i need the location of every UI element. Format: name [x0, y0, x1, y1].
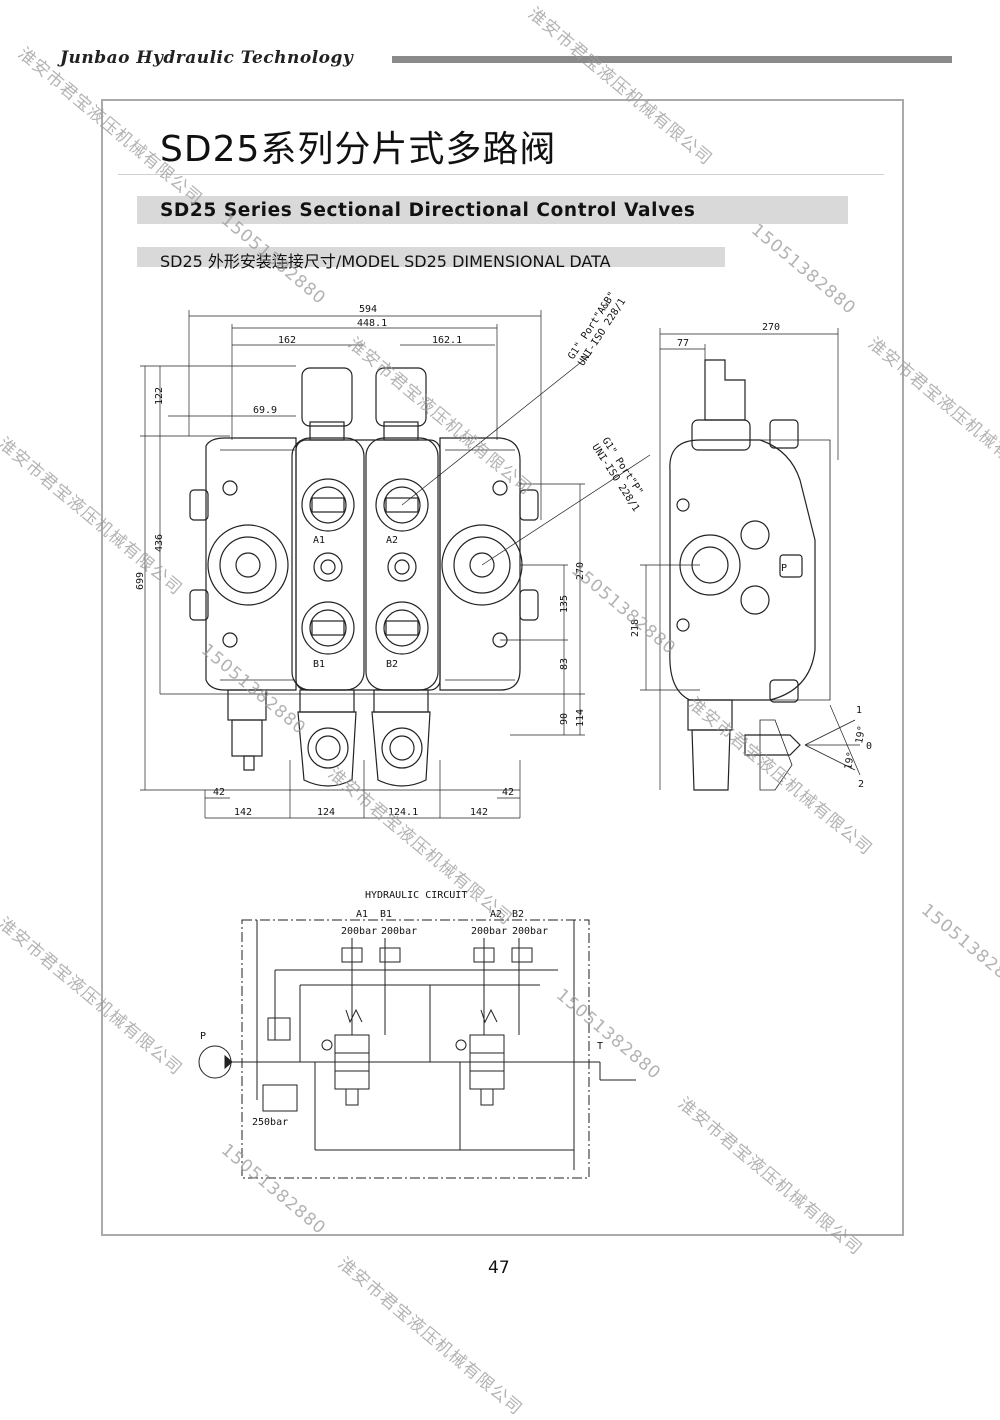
side-dim-218: 218	[630, 619, 641, 637]
side-port-p-label: P	[781, 563, 787, 574]
dim-436: 436	[154, 534, 165, 552]
dim-270: 270	[575, 562, 586, 580]
circuit-label-a1: A1	[356, 909, 368, 920]
circuit-relief-b1: 200bar	[381, 926, 417, 937]
side-view	[640, 328, 861, 791]
circuit-main-relief: 250bar	[252, 1117, 288, 1128]
port-a1-label: A1	[313, 535, 325, 546]
dim-42-right: 42	[502, 787, 514, 798]
dim-122: 122	[154, 387, 165, 405]
section-subtitle: SD25 外形安装连接尺寸/MODEL SD25 DIMENSIONAL DAT…	[160, 252, 611, 271]
page-title-cn: SD25系列分片式多路阀	[160, 129, 557, 170]
dim-594: 594	[359, 304, 377, 315]
circuit-relief-a1: 200bar	[341, 926, 377, 937]
brand-name: Junbao Hydraulic Technology	[60, 48, 354, 68]
lever-position-1: 1	[856, 705, 862, 716]
lever-position-2: 2	[858, 779, 864, 790]
dim-162: 162	[278, 335, 296, 346]
lever-position-0: 0	[866, 741, 872, 752]
title-divider	[118, 174, 884, 175]
front-view	[140, 310, 651, 819]
dim-42-left: 42	[213, 787, 225, 798]
title-en-band	[137, 196, 848, 224]
dim-142-right: 142	[470, 807, 488, 818]
port-b2-label: B2	[386, 659, 398, 670]
circuit-relief-a2: 200bar	[471, 926, 507, 937]
lever-angle-down: 19°	[843, 751, 857, 771]
dim-142-left: 142	[234, 807, 252, 818]
page-frame	[101, 99, 904, 1236]
port-b1-label: B1	[313, 659, 325, 670]
port-a2-label: A2	[386, 535, 398, 546]
circuit-port-t: T	[597, 1041, 603, 1052]
dim-90: 90	[559, 713, 570, 725]
dim-124: 124	[317, 807, 335, 818]
dim-135: 135	[559, 595, 570, 613]
circuit-label-b1: B1	[380, 909, 392, 920]
side-dim-77: 77	[677, 338, 689, 349]
hydraulic-circuit-schematic	[198, 919, 636, 1179]
subtitle-band	[137, 247, 725, 267]
technical-drawing: 594 448.1 162 162.1 69.9 122 436 699 270…	[135, 290, 872, 1179]
dim-448-1: 448.1	[357, 318, 387, 329]
side-dim-270: 270	[762, 322, 780, 333]
page-title-en: SD25 Series Sectional Directional Contro…	[160, 200, 696, 221]
circuit-label-a2: A2	[490, 909, 502, 920]
side-view-dimensions: 270 77 218 P 1 0 2 19° 19°	[630, 322, 872, 790]
page-number: 47	[488, 1258, 510, 1278]
dim-699: 699	[135, 572, 146, 590]
lever-angle-up: 19°	[854, 725, 868, 745]
circuit-title: HYDRAULIC CIRCUIT	[365, 890, 467, 901]
circuit-label-b2: B2	[512, 909, 524, 920]
dim-114: 114	[575, 709, 586, 727]
circuit-labels: HYDRAULIC CIRCUIT A1 B1 A2 B2 200bar 200…	[200, 890, 603, 1128]
header-rule	[392, 56, 952, 63]
dim-83: 83	[559, 658, 570, 670]
circuit-relief-b2: 200bar	[512, 926, 548, 937]
dim-69-9: 69.9	[253, 405, 277, 416]
dim-162-1: 162.1	[432, 335, 462, 346]
circuit-port-p: P	[200, 1031, 206, 1042]
dim-124-1: 124.1	[388, 807, 418, 818]
